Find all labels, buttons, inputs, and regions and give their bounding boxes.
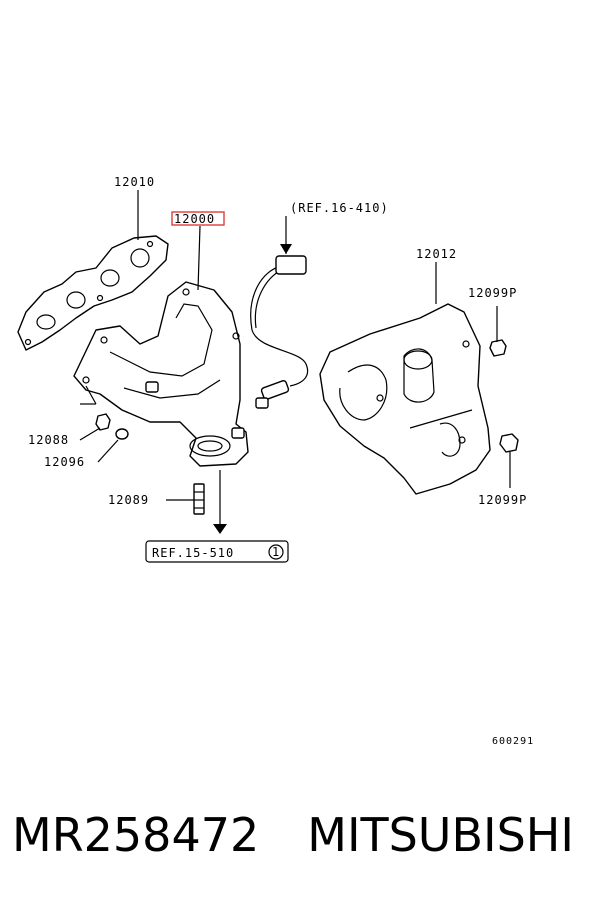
nut-12088 [95,413,111,431]
part-highlight-box [171,211,225,226]
arrows [213,244,292,534]
stud-12089 [193,483,205,515]
label-ref-bottom: REF.15-510 [152,546,234,560]
label-ref-sensor: (REF.16-410) [290,201,389,215]
label-ref-bottom-circle: 1 [272,545,280,559]
footer-brand: MITSUBISHI [307,808,574,862]
bolt-bottom [499,433,519,488]
ref-bottom-box [145,540,289,563]
exhaust-manifold [73,281,249,467]
footer-part-number: MR258472 [12,808,260,862]
label-12089: 12089 [108,493,149,507]
drawing-number: 600291 [492,736,534,747]
label-12099p-bottom: 12099P [478,493,527,507]
label-12088: 12088 [28,433,69,447]
footer-bar: MR258472 MITSUBISHI [12,808,588,868]
bolt-top [489,306,507,357]
ref-bottom-circle [268,544,284,560]
oxygen-sensor [250,255,309,409]
label-12096: 12096 [44,455,85,469]
sensor-ref-arrow-icon [280,244,292,254]
manifold-gasket [17,235,169,351]
washer-12096 [115,428,129,440]
label-12012: 12012 [416,247,457,261]
label-12099p-top: 12099P [468,286,517,300]
heat-protector [319,303,491,495]
down-ref-arrow-icon [213,524,227,534]
label-12000: 12000 [174,212,215,226]
label-12010: 12010 [114,175,155,189]
